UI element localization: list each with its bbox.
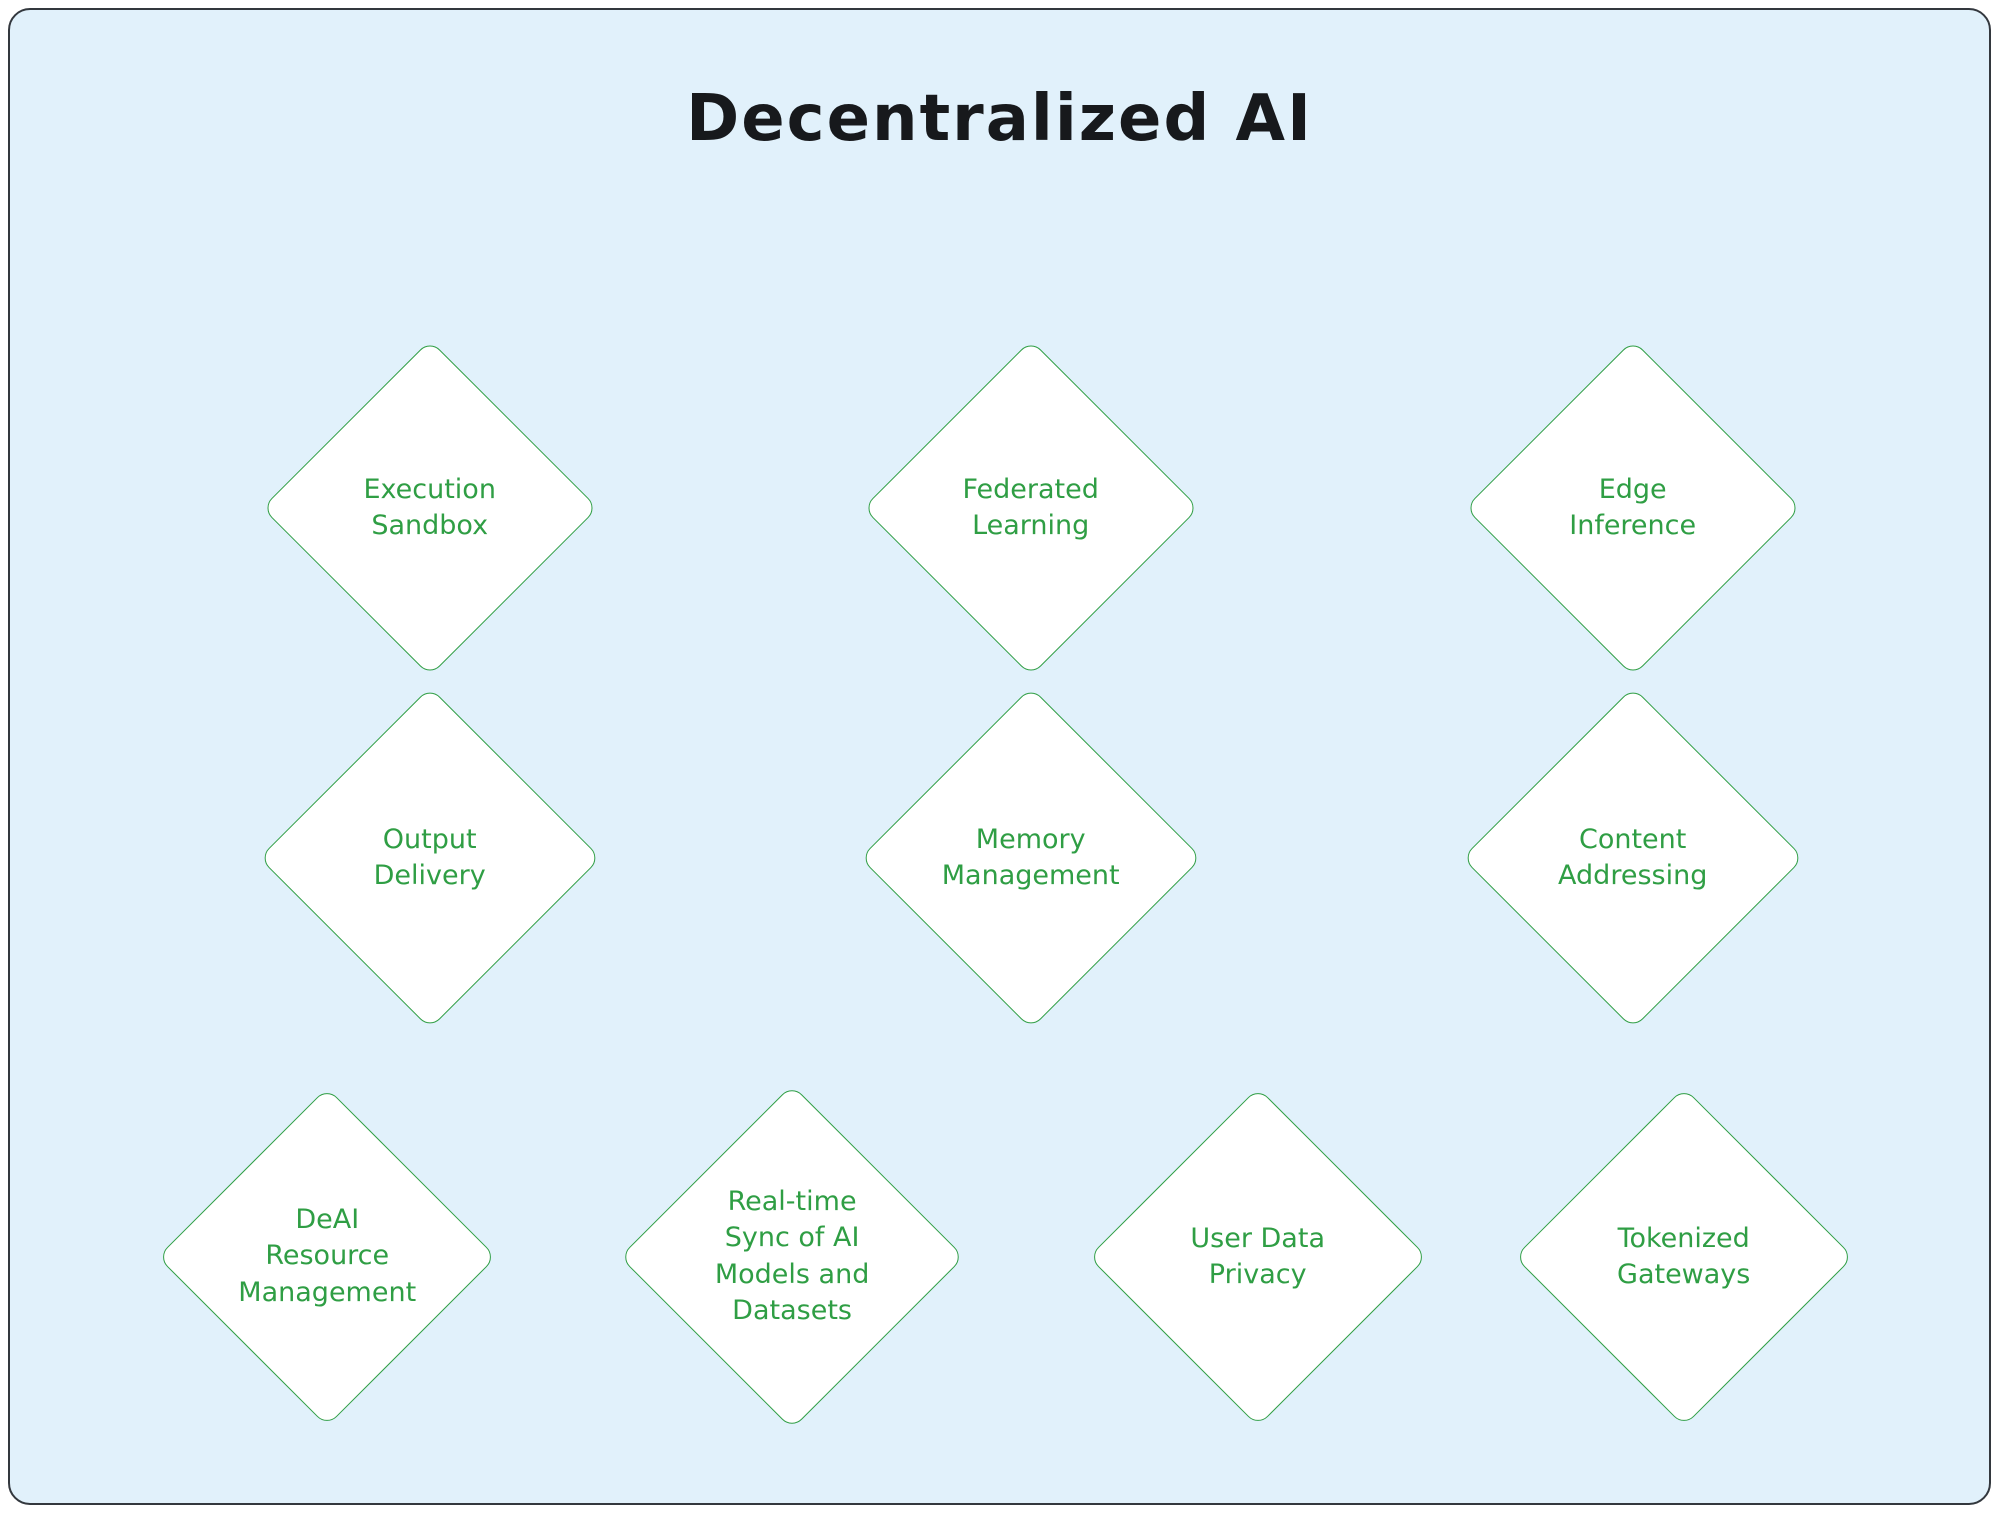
- diamond-node: DeAI Resource Management: [157, 1087, 497, 1427]
- diamond-label: Edge Inference: [1569, 473, 1697, 541]
- diamond-node: Tokenized Gateways: [1514, 1087, 1854, 1427]
- diamond-label: Federated Learning: [962, 473, 1100, 541]
- diamond-label: Execution Sandbox: [363, 473, 497, 541]
- diamond-label: Real-time Sync of AI Models and Datasets: [714, 1186, 870, 1327]
- diamond-label: Content Addressing: [1558, 823, 1708, 891]
- diagram-title: Decentralized AI: [686, 82, 1313, 156]
- diamond-label: Tokenized Gateways: [1617, 1222, 1751, 1290]
- diamond-node: Real-time Sync of AI Models and Datasets: [619, 1084, 965, 1430]
- diamond-layer: Execution Sandbox Federated Learning Edg…: [10, 10, 1989, 1503]
- diamond-label: User Data Privacy: [1190, 1222, 1326, 1290]
- diagram-frame: Decentralized AI Execution Sandbox Feder…: [8, 8, 1991, 1505]
- diamond-node: User Data Privacy: [1088, 1087, 1428, 1427]
- diamond-node: Memory Management: [859, 686, 1203, 1030]
- diamond-label: Memory Management: [942, 823, 1120, 891]
- diamond-node: Federated Learning: [862, 339, 1200, 677]
- diamond-node: Output Delivery: [258, 686, 602, 1030]
- diamond-node: Content Addressing: [1461, 686, 1805, 1030]
- diamond-node: Execution Sandbox: [261, 339, 599, 677]
- diamond-label: DeAI Resource Management: [238, 1204, 416, 1309]
- diamond-label: Output Delivery: [373, 823, 487, 891]
- diamond-node: Edge Inference: [1464, 339, 1802, 677]
